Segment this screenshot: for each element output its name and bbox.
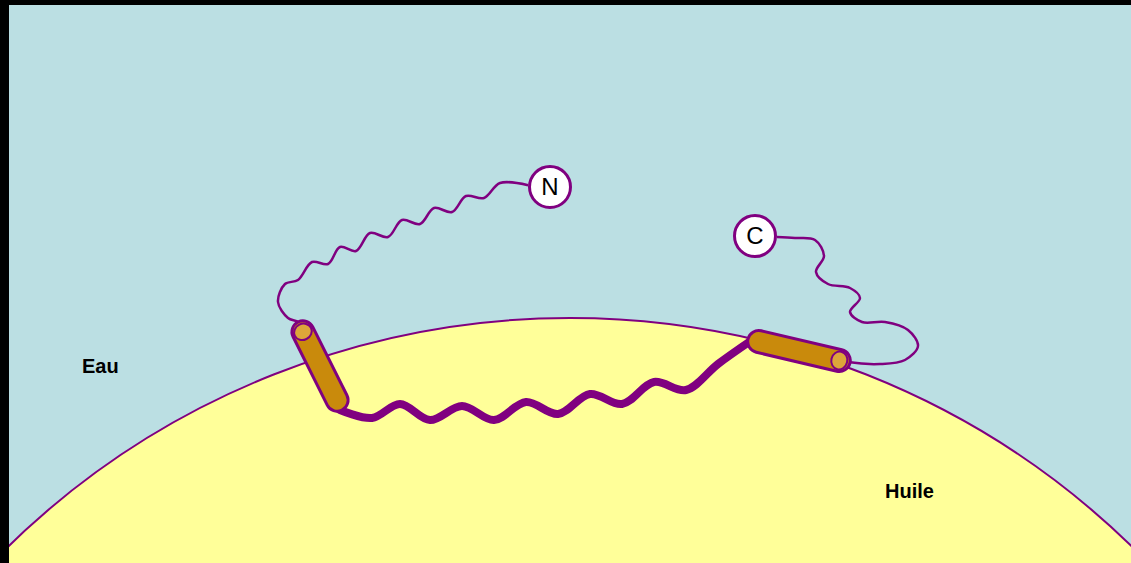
helix-body [288, 317, 352, 415]
frame-left [0, 0, 9, 563]
helix-body [745, 328, 852, 373]
phase-label: Eau [82, 355, 119, 378]
helix-end [829, 350, 849, 371]
helix-end [291, 321, 314, 343]
terminus-circle: N [528, 165, 572, 209]
frame-top [0, 0, 1131, 5]
helix-cylinder [288, 317, 352, 415]
helix-cylinder [745, 328, 852, 373]
polypeptide-chain [278, 182, 918, 420]
phase-label: Huile [885, 480, 934, 503]
terminus-circle: C [733, 214, 777, 258]
terminus-letter: N [541, 175, 558, 199]
terminus-letter: C [746, 224, 763, 248]
oil-droplet [0, 318, 1131, 563]
buried-segment [340, 340, 752, 420]
